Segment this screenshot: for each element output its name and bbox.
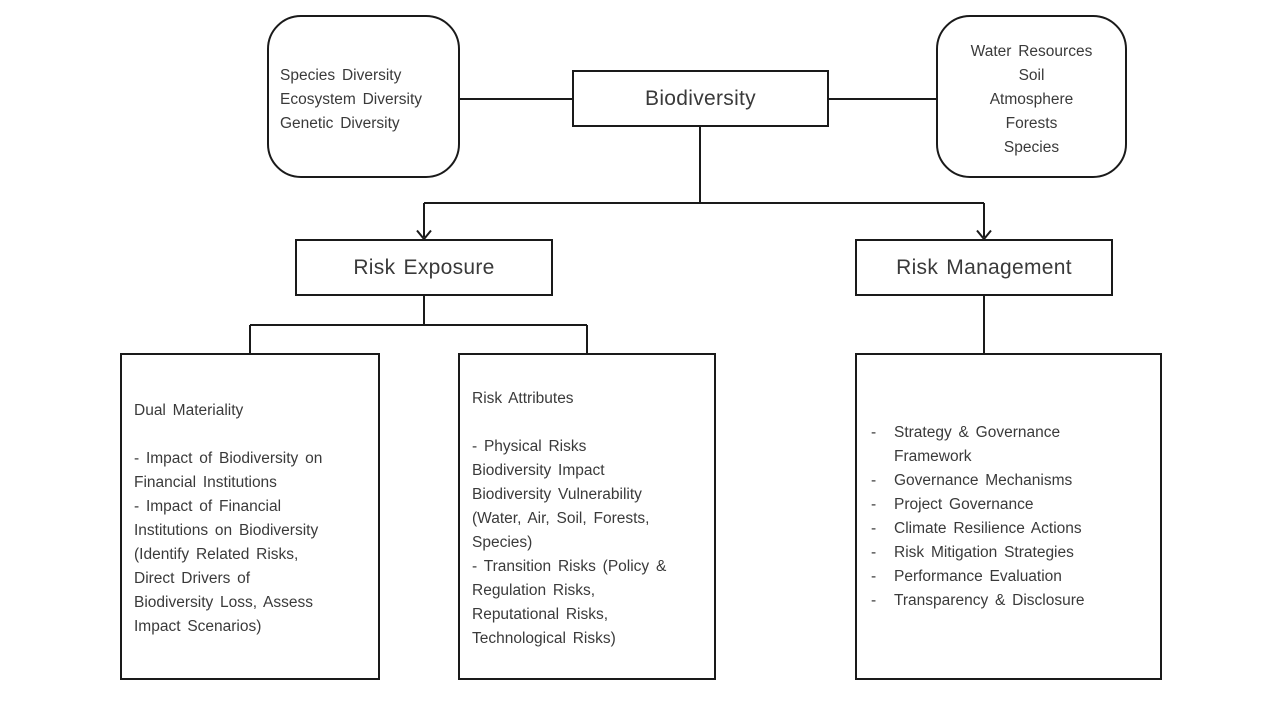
dual-materiality-title: Dual Materiality [134,402,244,419]
risk-attributes-body: - Physical Risks Biodiversity Impact Bio… [472,438,667,647]
node-dual-materiality: Dual Materiality - Impact of Biodiversit… [120,353,380,680]
risk-management-label: Risk Management [896,255,1072,279]
management-list-item: Project Governance [857,493,1160,517]
biodiversity-label: Biodiversity [645,86,756,110]
node-diversity-types: Species Diversity Ecosystem Diversity Ge… [267,15,460,178]
management-details-list: Strategy & Governance Framework Governan… [857,421,1160,613]
node-natural-resources: Water Resources Soil Atmosphere Forests … [936,15,1127,178]
natural-resources-text: Water Resources Soil Atmosphere Forests … [970,42,1093,156]
management-list-item: Risk Mitigation Strategies [857,541,1160,565]
management-list-item: Strategy & Governance Framework [857,421,1160,469]
dual-materiality-body: - Impact of Biodiversity on Financial In… [134,450,323,635]
management-list-item: Governance Mechanisms [857,469,1160,493]
risk-exposure-label: Risk Exposure [353,255,495,279]
management-list-item: Performance Evaluation [857,565,1160,589]
node-risk-exposure: Risk Exposure [295,239,553,296]
node-biodiversity: Biodiversity [572,70,829,127]
management-list-item: Climate Resilience Actions [857,517,1160,541]
diversity-types-text: Species Diversity Ecosystem Diversity Ge… [280,66,423,132]
management-list-item: Transparency & Disclosure [857,589,1160,613]
node-risk-management-details: Strategy & Governance Framework Governan… [855,353,1162,680]
node-risk-management: Risk Management [855,239,1113,296]
risk-attributes-title: Risk Attributes [472,390,574,407]
node-risk-attributes: Risk Attributes - Physical Risks Biodive… [458,353,716,680]
